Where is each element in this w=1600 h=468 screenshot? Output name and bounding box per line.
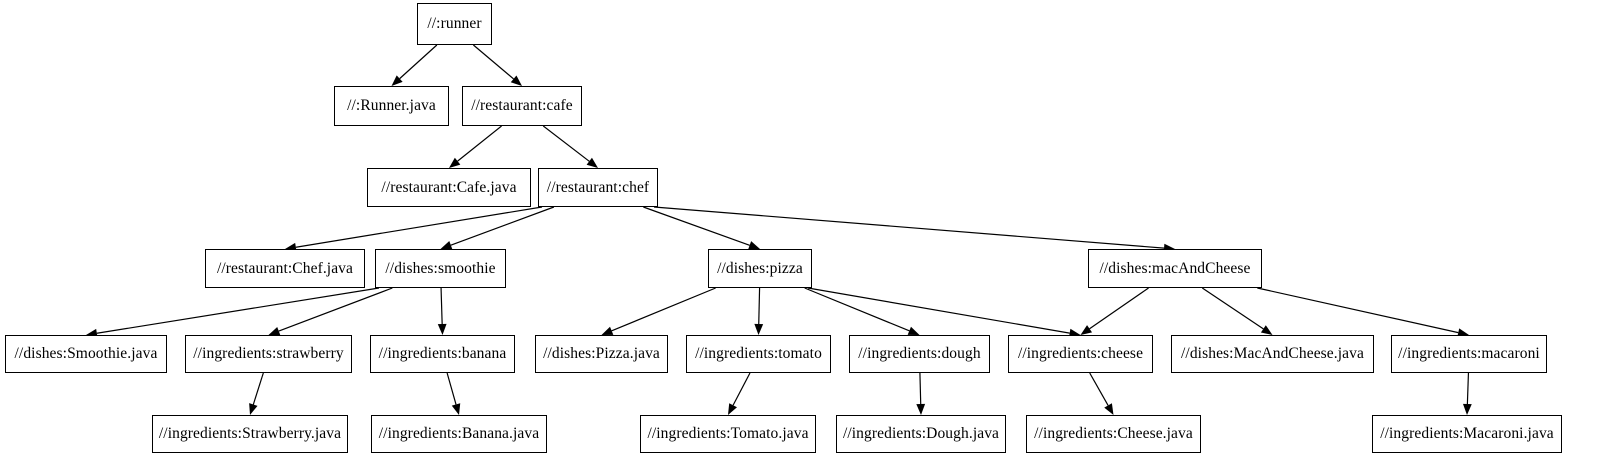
graph-node-label: //dishes:smoothie bbox=[385, 259, 496, 277]
graph-node-label: //ingredients:Cheese.java bbox=[1034, 425, 1193, 443]
graph-node-label: //ingredients:Banana.java bbox=[378, 425, 540, 443]
graph-edge-dishes_smoothie-to-smoothie_java bbox=[96, 287, 380, 334]
graph-edge-dishes_pizza-to-ing_cheese bbox=[807, 287, 1070, 334]
graph-edge-arrowhead bbox=[1462, 403, 1472, 415]
graph-edge-dishes_smoothie-to-ing_strawberry bbox=[278, 287, 393, 332]
graph-edge-dishes_macncheese-to-macncheese_java bbox=[1201, 287, 1264, 330]
graph-edge-dishes_smoothie-to-ing_banana bbox=[440, 287, 443, 325]
graph-node-banana_java[interactable]: //ingredients:Banana.java bbox=[371, 415, 547, 453]
graph-node-dishes_smoothie[interactable]: //dishes:smoothie bbox=[375, 249, 506, 288]
graph-edge-dishes_pizza-to-ing_tomato bbox=[758, 287, 761, 325]
graph-node-restaurant_chef[interactable]: //restaurant:chef bbox=[538, 168, 658, 207]
graph-node-label: //ingredients:Macaroni.java bbox=[1380, 425, 1554, 443]
graph-node-ing_strawberry[interactable]: //ingredients:strawberry bbox=[185, 335, 352, 373]
graph-node-dishes_pizza[interactable]: //dishes:pizza bbox=[708, 249, 812, 288]
graph-edge-arrowhead bbox=[754, 323, 764, 335]
graph-node-pizza_java[interactable]: //dishes:Pizza.java bbox=[535, 335, 668, 373]
graph-edge-restaurant_cafe-to-restaurant_chef bbox=[542, 125, 590, 162]
graph-edge-ing_tomato-to-tomato_java bbox=[732, 372, 751, 406]
graph-node-smoothie_java[interactable]: //dishes:Smoothie.java bbox=[5, 335, 167, 373]
graph-node-ing_banana[interactable]: //ingredients:banana bbox=[370, 335, 515, 373]
graph-edge-restaurant_chef-to-chef_java bbox=[295, 206, 543, 248]
graph-node-label: //:runner bbox=[427, 15, 482, 33]
graph-edge-ing_cheese-to-cheese_java bbox=[1089, 372, 1109, 406]
graph-node-macncheese_java[interactable]: //dishes:MacAndCheese.java bbox=[1171, 335, 1374, 373]
graph-edge-arrowhead bbox=[391, 75, 403, 86]
graph-edge-arrowhead bbox=[510, 75, 522, 86]
graph-edge-ing_dough-to-dough_java bbox=[919, 372, 922, 405]
graph-node-ing_macaroni[interactable]: //ingredients:macaroni bbox=[1391, 335, 1547, 373]
graph-node-label: //ingredients:Strawberry.java bbox=[158, 425, 342, 443]
graph-node-label: //ingredients:tomato bbox=[695, 345, 822, 363]
graph-node-label: //dishes:pizza bbox=[717, 259, 803, 277]
graph-node-macaroni_java[interactable]: //ingredients:Macaroni.java bbox=[1372, 415, 1562, 453]
graph-edge-dishes_macncheese-to-ing_macaroni bbox=[1257, 287, 1459, 334]
graph-node-ing_dough[interactable]: //ingredients:dough bbox=[849, 335, 990, 373]
graph-node-cheese_java[interactable]: //ingredients:Cheese.java bbox=[1026, 415, 1201, 453]
graph-edge-arrowhead bbox=[268, 326, 281, 336]
graph-node-label: //ingredients:macaroni bbox=[1398, 345, 1540, 363]
graph-node-runner_java[interactable]: //:Runner.java bbox=[334, 86, 449, 126]
graph-node-chef_java[interactable]: //restaurant:Chef.java bbox=[205, 249, 365, 288]
graph-node-label: //restaurant:Chef.java bbox=[216, 259, 354, 277]
graph-node-label: //restaurant:cafe bbox=[471, 97, 573, 115]
graph-edge-runner-to-restaurant_cafe bbox=[473, 44, 514, 80]
graph-edge-arrowhead bbox=[601, 326, 614, 335]
graph-edge-arrowhead bbox=[907, 326, 920, 335]
graph-edge-ing_macaroni-to-macaroni_java bbox=[1466, 372, 1470, 405]
graph-node-ing_tomato[interactable]: //ingredients:tomato bbox=[686, 335, 831, 373]
graph-edge-arrowhead bbox=[449, 157, 461, 168]
graph-edge-arrowhead bbox=[451, 403, 461, 415]
graph-node-strawberry_java[interactable]: //ingredients:Strawberry.java bbox=[152, 415, 348, 453]
graph-node-runner[interactable]: //:runner bbox=[417, 3, 492, 45]
graph-node-label: //restaurant:Cafe.java bbox=[381, 178, 517, 196]
graph-node-label: //ingredients:strawberry bbox=[193, 345, 344, 363]
graph-edge-ing_strawberry-to-strawberry_java bbox=[252, 372, 264, 405]
graph-node-label: //dishes:Pizza.java bbox=[543, 345, 660, 363]
graph-edge-restaurant_chef-to-dishes_pizza bbox=[643, 206, 750, 246]
graph-node-restaurant_cafe[interactable]: //restaurant:cafe bbox=[462, 86, 582, 126]
graph-node-cafe_java[interactable]: //restaurant:Cafe.java bbox=[367, 168, 531, 207]
graph-edge-arrowhead bbox=[249, 403, 258, 415]
graph-node-dishes_macncheese[interactable]: //dishes:macAndCheese bbox=[1088, 249, 1262, 288]
graph-edge-arrowhead bbox=[1260, 325, 1273, 335]
graph-edge-restaurant_chef-to-dishes_smoothie bbox=[450, 206, 555, 246]
graph-edge-arrowhead bbox=[586, 157, 598, 168]
graph-node-ing_cheese[interactable]: //ingredients:cheese bbox=[1008, 335, 1153, 373]
graph-node-tomato_java[interactable]: //ingredients:Tomato.java bbox=[640, 415, 816, 453]
graph-edge-arrowhead bbox=[1080, 325, 1093, 335]
graph-node-dough_java[interactable]: //ingredients:Dough.java bbox=[836, 415, 1006, 453]
graph-node-label: //dishes:MacAndCheese.java bbox=[1181, 345, 1364, 363]
graph-edge-arrowhead bbox=[1104, 403, 1114, 415]
graph-edge-dishes_macncheese-to-ing_cheese bbox=[1089, 287, 1149, 330]
graph-node-label: //dishes:Smoothie.java bbox=[14, 345, 158, 363]
graph-edge-restaurant_chef-to-dishes_macncheese bbox=[653, 206, 1165, 249]
graph-node-label: //ingredients:Tomato.java bbox=[647, 425, 809, 443]
graph-edge-arrowhead bbox=[728, 403, 737, 415]
graph-edge-arrowhead bbox=[916, 403, 926, 415]
graph-edge-arrowhead bbox=[437, 323, 447, 335]
graph-node-label: //ingredients:dough bbox=[858, 345, 981, 363]
graph-edge-dishes_pizza-to-ing_dough bbox=[804, 287, 910, 332]
graph-node-label: //ingredients:cheese bbox=[1017, 345, 1144, 363]
graph-edge-runner-to-runner_java bbox=[399, 44, 438, 80]
graph-node-label: //dishes:macAndCheese bbox=[1099, 259, 1251, 277]
graph-edge-ing_banana-to-banana_java bbox=[446, 372, 457, 405]
graph-node-label: //ingredients:banana bbox=[378, 345, 507, 363]
graph-edge-restaurant_cafe-to-cafe_java bbox=[457, 125, 502, 162]
graph-node-label: //:Runner.java bbox=[347, 97, 436, 115]
graph-node-label: //ingredients:Dough.java bbox=[842, 425, 1000, 443]
graph-node-label: //restaurant:chef bbox=[546, 178, 650, 196]
graph-edge-dishes_pizza-to-pizza_java bbox=[611, 287, 716, 332]
